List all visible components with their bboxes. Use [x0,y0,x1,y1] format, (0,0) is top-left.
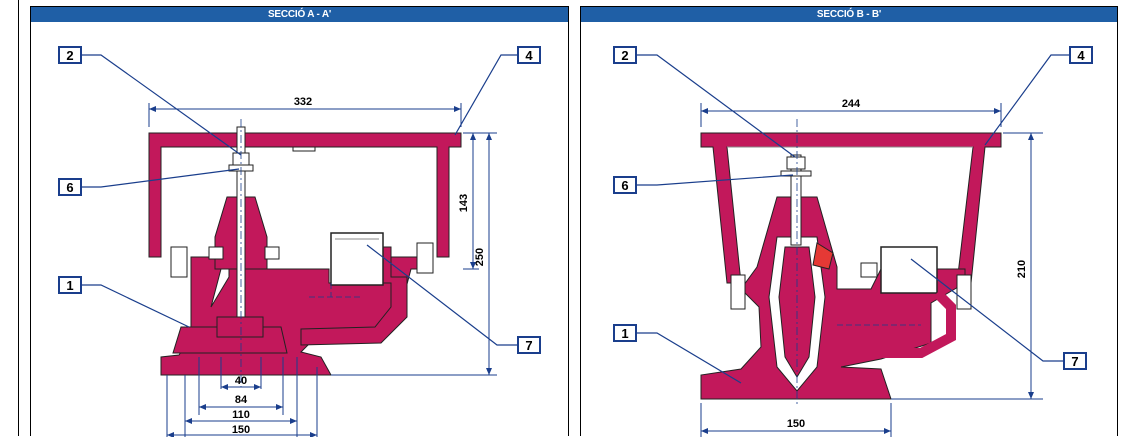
section-b-panel: SECCIÓ B - B' [580,6,1118,437]
section-a-drawing: 2 4 6 1 7 [58,46,541,437]
handwheel [216,316,264,338]
callout-7: 7 [1071,354,1078,369]
valve-body-casting [160,196,432,376]
section-a-title: SECCIÓ A - A' [31,7,568,22]
dim-250: 250 [474,248,486,266]
dim-150: 150 [232,424,250,436]
cover-housing [700,132,1002,284]
dim-40: 40 [235,375,247,387]
dim-210: 210 [1016,260,1028,278]
callout-boxes [613,46,1093,370]
dim-84: 84 [235,394,248,406]
callout-2: 2 [66,48,73,63]
callout-6: 6 [66,180,73,195]
left-frame-line [18,0,19,436]
callout-4: 4 [525,48,533,63]
leader-lines [81,54,518,346]
section-b-title: SECCIÓ B - B' [581,7,1117,22]
section-a-panel: SECCIÓ A - A' [30,6,569,437]
outlet-pipe [330,232,384,286]
red-seal [812,242,834,270]
flange-bolts [730,262,972,310]
dim-110: 110 [232,409,250,421]
valve-stem [790,154,802,246]
callout-1: 1 [621,326,628,341]
flange-bolts [170,242,434,278]
dim-332: 332 [294,96,312,108]
callout-6: 6 [621,178,628,193]
cover-housing [148,132,462,258]
callout-1: 1 [66,278,73,293]
dim-143: 143 [458,194,470,212]
callout-7: 7 [525,338,532,353]
section-b-drawing: 2 4 6 1 7 244 210 150 [613,46,1093,437]
dim-244: 244 [842,98,861,110]
callout-boxes [58,46,541,354]
leader-lines [636,54,1070,384]
dim-150: 150 [787,418,805,430]
callout-4: 4 [1077,48,1085,63]
callout-2: 2 [621,48,628,63]
outlet-pipe [880,246,938,294]
